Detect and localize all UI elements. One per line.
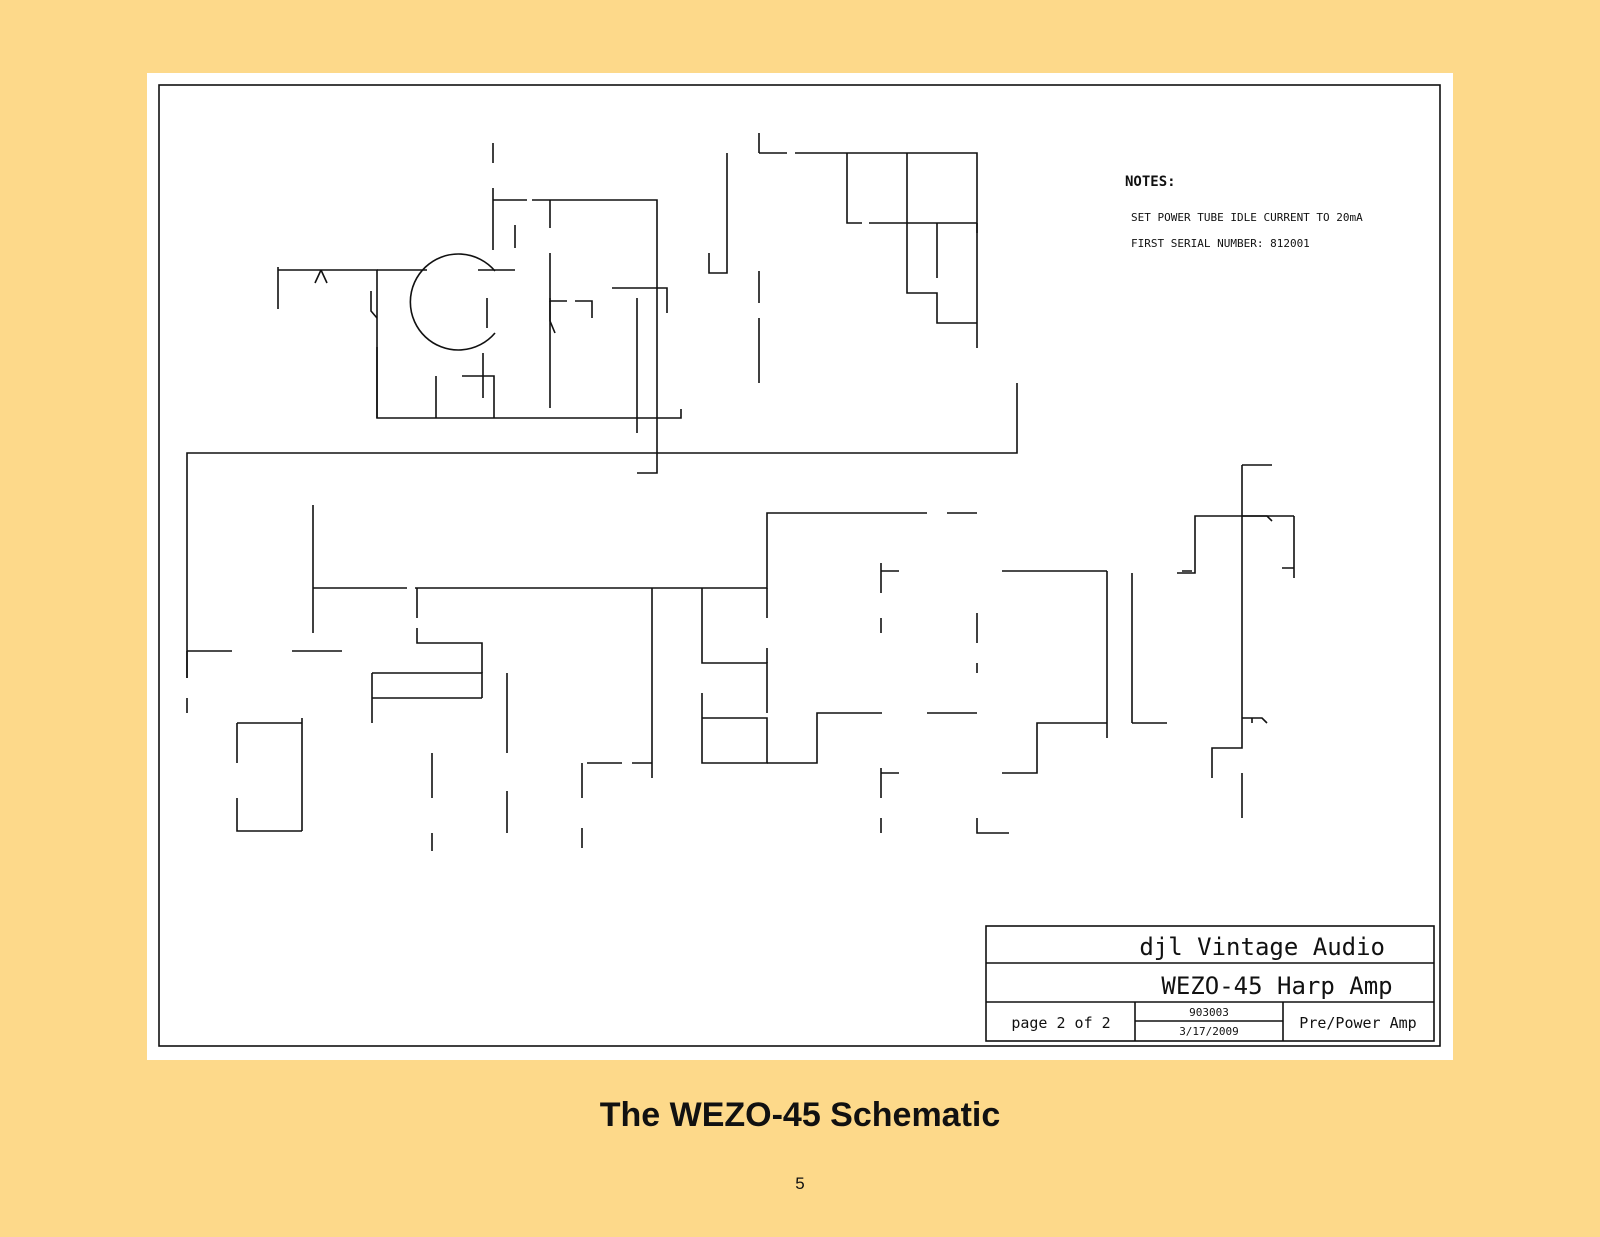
schematic-diagram: NOTES: SET POWER TUBE IDLE CURRENT TO 20… <box>158 84 1441 1047</box>
title-block: djl Vintage Audio WEZO-45 Harp Amp page … <box>985 925 1435 1042</box>
circuit-wiring <box>186 133 1295 851</box>
drawing-section: Pre/Power Amp <box>1299 1014 1416 1032</box>
page-number: 5 <box>795 1174 805 1193</box>
product-name: WEZO-45 Harp Amp <box>1161 972 1392 1000</box>
notes-title: NOTES: <box>1125 174 1176 190</box>
figure-caption: The WEZO-45 Schematic <box>599 1096 1001 1134</box>
page-indicator: page 2 of 2 <box>1011 1014 1110 1032</box>
drawing-border <box>158 84 1441 1047</box>
drawing-number: 903003 <box>1189 1006 1229 1019</box>
notes-line-1: SET POWER TUBE IDLE CURRENT TO 20mA <box>1131 211 1363 224</box>
schematic-frame: NOTES: SET POWER TUBE IDLE CURRENT TO 20… <box>147 73 1453 1060</box>
drawing-date: 3/17/2009 <box>1179 1025 1239 1038</box>
company-name: djl Vintage Audio <box>1139 933 1385 961</box>
notes: NOTES: SET POWER TUBE IDLE CURRENT TO 20… <box>1125 174 1363 250</box>
notes-line-2: FIRST SERIAL NUMBER: 812001 <box>1131 237 1310 250</box>
